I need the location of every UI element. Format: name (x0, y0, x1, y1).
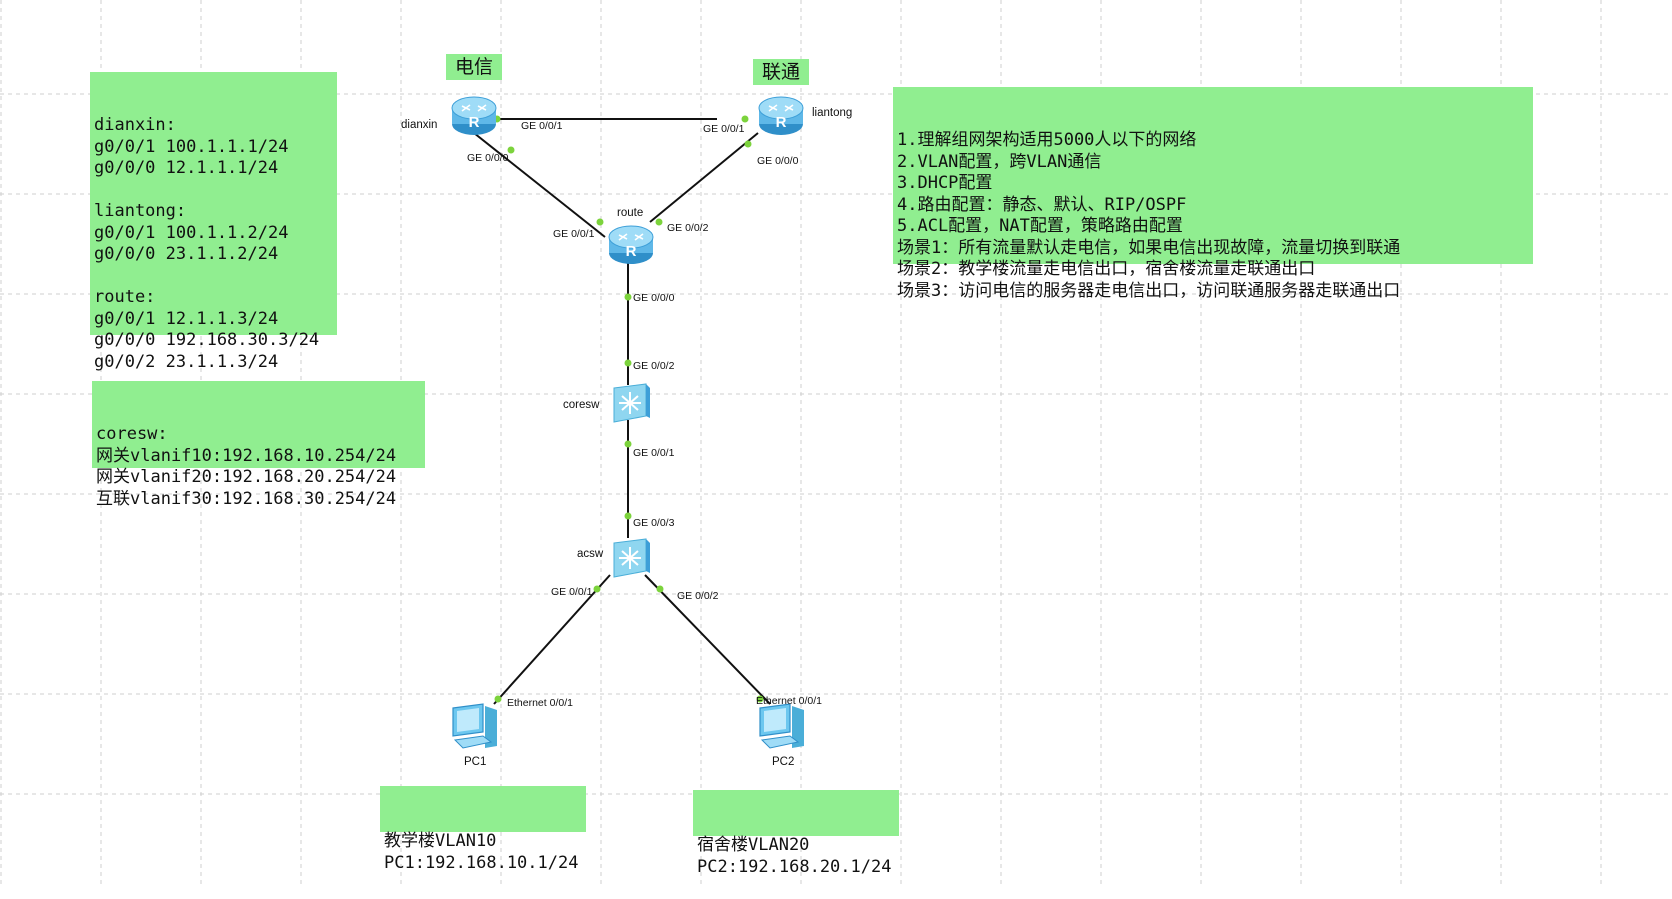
pc-icon (452, 703, 497, 749)
port-label-liantong-g001: GE 0/0/1 (703, 123, 745, 135)
route-router[interactable]: R (607, 223, 655, 267)
port-label-dianxin-g000: GE 0/0/0 (467, 152, 509, 164)
port-label-route-g002: GE 0/0/2 (667, 222, 709, 234)
pc2-label: PC2 (772, 756, 795, 768)
coresw-switch[interactable] (608, 382, 652, 424)
pc2-info-line: 宿舍楼VLAN20 (697, 835, 810, 855)
port-label-acsw-g003: GE 0/0/3 (633, 517, 675, 529)
route-router-label: route (617, 207, 644, 219)
router-config-line (94, 180, 333, 202)
switch-icon (613, 538, 650, 578)
pc-icon (759, 703, 804, 749)
router-config-line: g0/0/2 23.1.1.3/24 (94, 351, 279, 372)
switch-icon (613, 383, 650, 423)
router-config-line: route: (94, 287, 156, 307)
port-label-pc2-eth: Ethernet 0/0/1 (756, 695, 822, 707)
liantong-router[interactable]: R (757, 94, 805, 138)
router-config-line: g0/0/0 192.168.30.3/24 (94, 330, 320, 350)
pc2-info-line: PC2:192.168.20.1/24 (697, 856, 892, 877)
router-config-line: liantong: (94, 201, 187, 221)
pc2[interactable] (756, 702, 808, 752)
coresw-config-line: 网关vlanif20:192.168.20.254/24 (96, 467, 397, 487)
router-config-line: g0/0/0 12.1.1.1/24 (94, 158, 279, 178)
link-acsw-pc2[interactable] (644, 574, 771, 705)
requirement-line: 1.理解组网架构适用5000人以下的网络 (897, 130, 1197, 150)
pc1-info-line: 教学楼VLAN10 (384, 831, 497, 851)
port-label-acsw-g001: GE 0/0/1 (551, 586, 593, 598)
router-config-line: g0/0/1 100.1.1.2/24 (94, 222, 289, 243)
router-config-line: g0/0/1 12.1.1.3/24 (94, 308, 279, 329)
link-liantong-route[interactable] (649, 132, 759, 223)
coresw-config-line: coresw: (96, 424, 168, 444)
port-label-route-g001: GE 0/0/1 (553, 228, 595, 240)
port-label-route-g000: GE 0/0/0 (633, 292, 675, 304)
router-icon: R (451, 96, 497, 135)
port-dots (493, 115, 764, 703)
requirement-line: 场景3：访问电信的服务器走电信出口，访问联通服务器走联通出口 (897, 280, 1401, 301)
acsw-switch[interactable] (608, 537, 652, 579)
acsw-switch-label: acsw (577, 548, 604, 560)
requirement-line: 3.DHCP配置 (897, 173, 993, 193)
port-label-liantong-g000: GE 0/0/0 (757, 155, 799, 167)
requirement-line: 2.VLAN配置，跨VLAN通信 (897, 151, 1102, 172)
pc1[interactable] (449, 702, 501, 752)
coresw-config-line: 互联vlanif30:192.168.30.254/24 (96, 488, 397, 509)
link-dianxin-route[interactable] (473, 132, 606, 238)
port-label-pc1-eth: Ethernet 0/0/1 (507, 697, 573, 709)
requirement-line: 场景1：所有流量默认走电信，如果电信出现故障，流量切换到联通 (897, 237, 1401, 258)
coresw-switch-label: coresw (563, 399, 600, 411)
router-config-line (94, 266, 333, 288)
coresw-config-line: 网关vlanif10:192.168.10.254/24 (96, 445, 397, 466)
pc1-info-line: PC1:192.168.10.1/24 (384, 852, 579, 873)
router-config-line: g0/0/1 100.1.1.1/24 (94, 136, 289, 157)
requirement-line: 4.路由配置：静态、默认、RIP/OSPF (897, 194, 1187, 215)
svg-text:R: R (776, 114, 787, 131)
pc1-label: PC1 (464, 756, 487, 768)
port-label-coresw-g001: GE 0/0/1 (633, 447, 675, 459)
svg-text:R: R (469, 114, 480, 131)
liantong-region-tag[interactable]: 联通 (753, 59, 809, 85)
link-acsw-pc1[interactable] (493, 574, 611, 705)
dianxin-router[interactable]: R (450, 94, 498, 138)
port-label-acsw-g002: GE 0/0/2 (677, 590, 719, 602)
port-label-coresw-g002: GE 0/0/2 (633, 360, 675, 372)
liantong-router-label: liantong (812, 107, 853, 119)
requirement-line: 5.ACL配置，NAT配置，策略路由配置 (897, 216, 1183, 236)
router-config-line: dianxin: (94, 115, 176, 135)
dianxin-router-label: dianxin (401, 119, 438, 131)
router-icon: R (608, 225, 654, 264)
router-icon: R (758, 96, 804, 135)
dianxin-region-tag[interactable]: 电信 (446, 54, 502, 80)
port-label-dianxin-g001: GE 0/0/1 (521, 120, 563, 132)
svg-text:R: R (626, 243, 637, 260)
requirement-line: 场景2：教学楼流量走电信出口，宿舍楼流量走联通出口 (897, 259, 1316, 279)
router-config-line: g0/0/0 23.1.1.2/24 (94, 244, 279, 264)
